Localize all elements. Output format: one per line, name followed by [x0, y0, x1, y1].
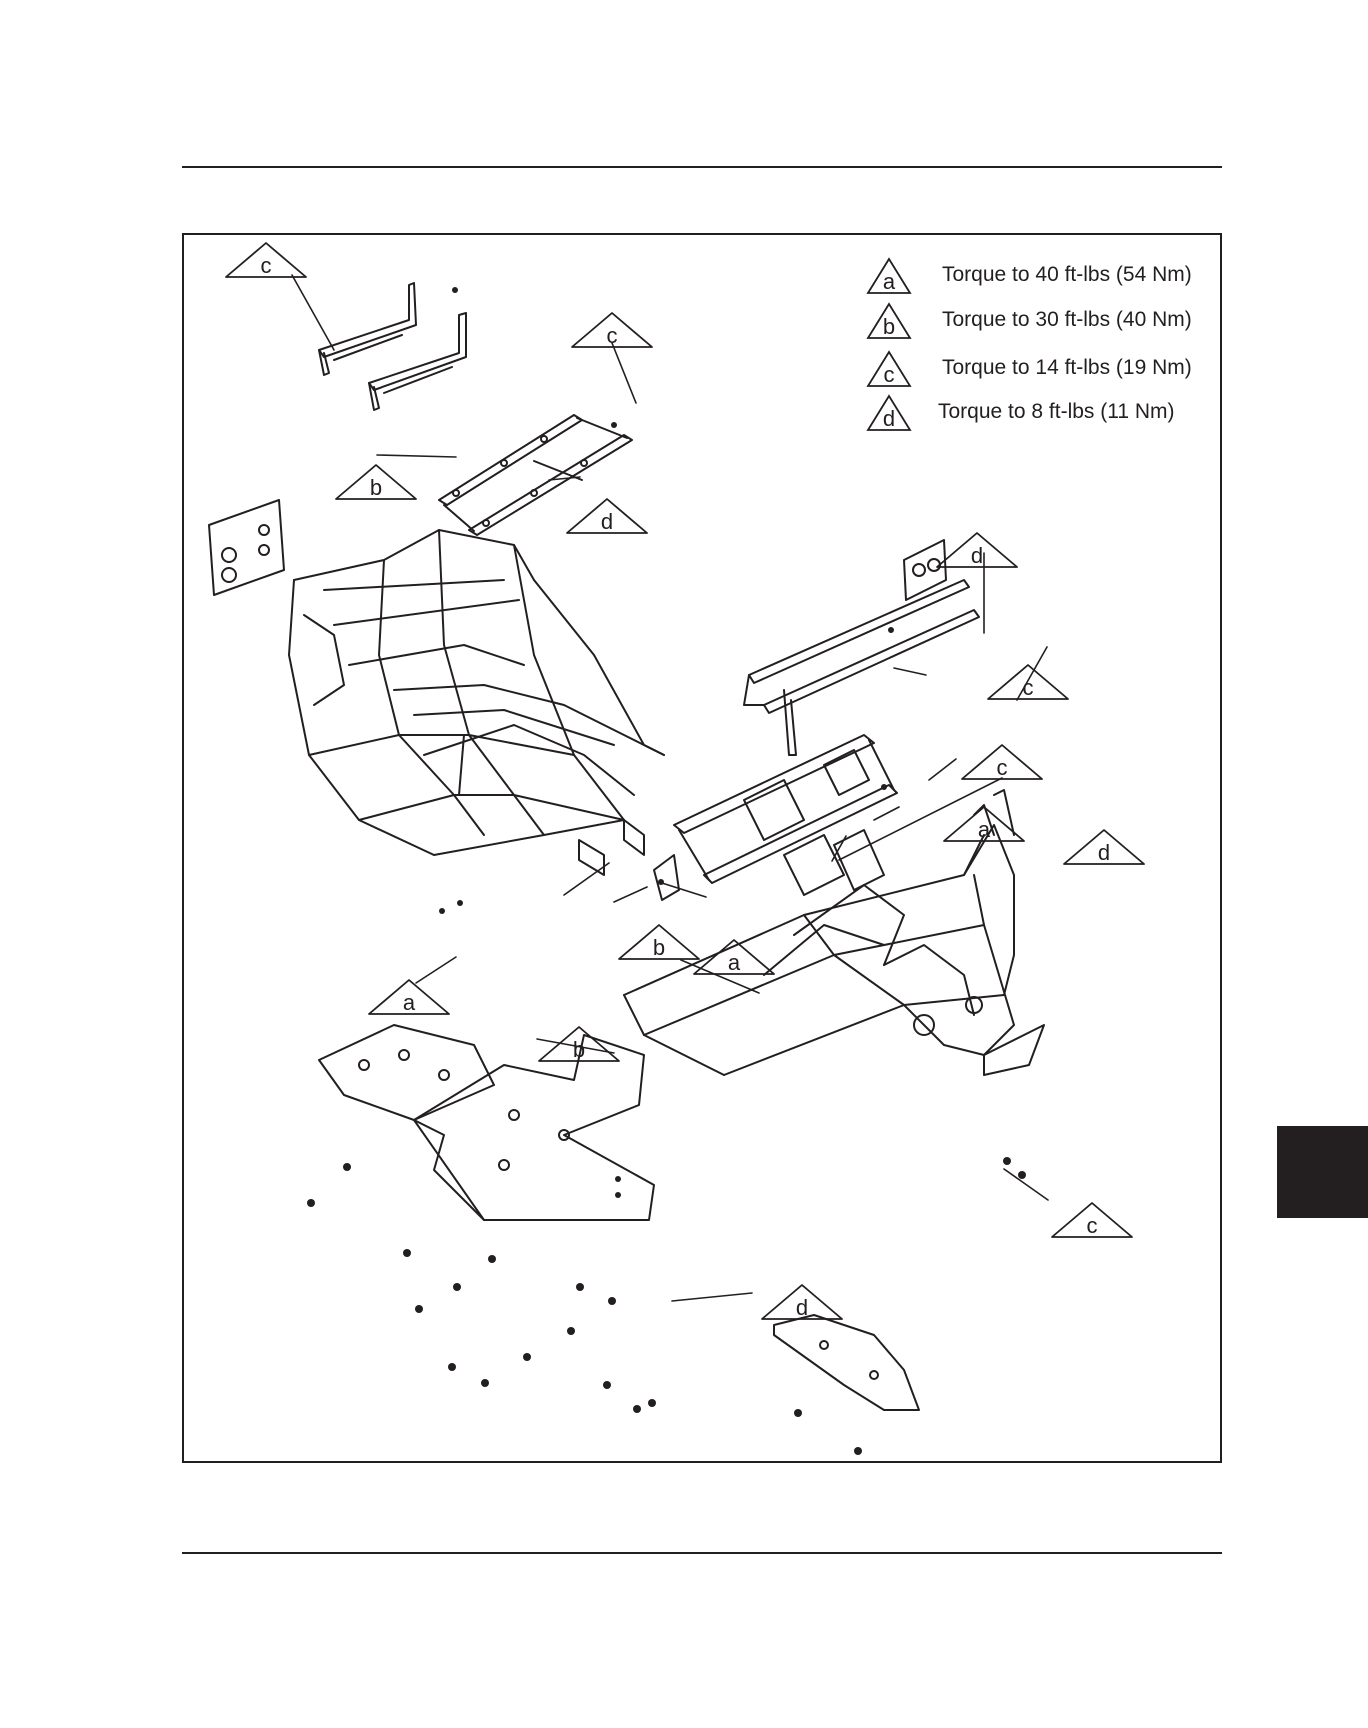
legend-row-a: a Torque to 40 ft-lbs (54 Nm): [864, 255, 1214, 297]
callout-letter: c: [607, 323, 618, 348]
legend-letter: c: [884, 362, 895, 387]
callout-letter: c: [1087, 1213, 1098, 1238]
legend-triangle: a: [864, 255, 914, 297]
callout-letter: a: [978, 817, 991, 842]
front-bumper-bracket: [744, 540, 979, 755]
footer-rule: [182, 1552, 1222, 1554]
rear-skid-plate: [774, 1315, 919, 1410]
rear-main-frame: [289, 530, 664, 875]
front-skid-plate: [319, 1025, 654, 1220]
legend-triangle: b: [864, 300, 914, 342]
legend-letter: a: [883, 269, 896, 294]
callout-letter: c: [997, 755, 1008, 780]
callout-letter: a: [728, 950, 741, 975]
seat-support-brackets: [319, 283, 466, 410]
legend-triangle: c: [864, 348, 914, 390]
legend-triangle: d: [864, 392, 914, 434]
legend-text: Torque to 8 ft-lbs (11 Nm): [938, 400, 1175, 424]
callout-letter: a: [403, 990, 416, 1015]
callout-letter: d: [1098, 840, 1110, 865]
frame-exploded-diagram: c c b d d c c a d b a a b c d a Torque t…: [182, 233, 1222, 1463]
callout-letter: c: [261, 253, 272, 278]
legend-text: Torque to 14 ft-lbs (19 Nm): [942, 356, 1192, 380]
callout-letter: d: [601, 509, 613, 534]
legend-text: Torque to 40 ft-lbs (54 Nm): [942, 263, 1192, 287]
fasteners: [307, 287, 1026, 1455]
legend-row-c: c Torque to 14 ft-lbs (19 Nm): [864, 348, 1214, 390]
legend-row-d: d Torque to 8 ft-lbs (11 Nm): [864, 392, 1214, 434]
callout-letter: b: [653, 935, 665, 960]
callout-letter: d: [796, 1295, 808, 1320]
rear-mount-plate: [209, 500, 284, 595]
legend-letter: b: [883, 314, 895, 339]
header-rule: [182, 166, 1222, 168]
callout-letter: d: [971, 543, 983, 568]
legend-letter: d: [883, 406, 895, 431]
callout-letter: c: [1023, 675, 1034, 700]
callout-letter: b: [573, 1037, 585, 1062]
callout-letter: b: [370, 475, 382, 500]
legend-text: Torque to 30 ft-lbs (40 Nm): [942, 308, 1192, 332]
middle-support-frame: [654, 735, 897, 900]
chapter-thumb-tab: [1277, 1126, 1368, 1218]
legend-row-b: b Torque to 30 ft-lbs (40 Nm): [864, 300, 1214, 342]
